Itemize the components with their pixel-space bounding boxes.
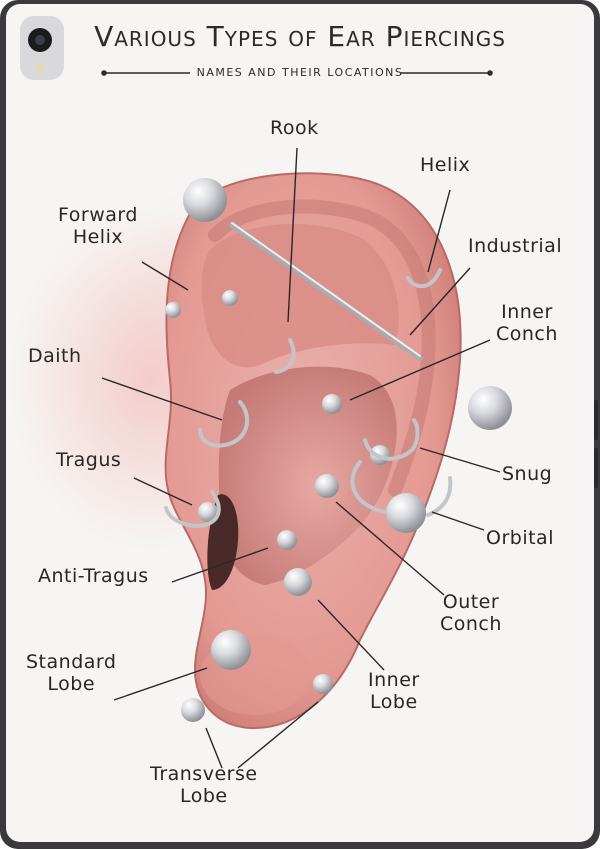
industrial-bar — [229, 222, 423, 361]
label-daith: Daith — [28, 345, 82, 367]
label-industrial: Industrial — [468, 235, 563, 257]
label-rook: Rook — [270, 117, 319, 139]
label-helix: Helix — [420, 154, 471, 176]
label-forward-helix: Forward Helix — [58, 204, 138, 248]
label-transverse-lobe: Transverse Lobe — [150, 763, 258, 807]
label-standard-lobe: Standard Lobe — [26, 651, 117, 695]
volume-button — [594, 400, 598, 440]
label-outer-conch: Outer Conch — [440, 591, 502, 635]
label-snug: Snug — [502, 463, 553, 485]
jewelry-balls — [165, 178, 512, 722]
page-subtitle: NAMES AND THEIR LOCATIONS — [196, 66, 404, 79]
jewelry-hoops — [164, 268, 453, 528]
label-orbital: Orbital — [486, 527, 554, 549]
label-tragus: Tragus — [56, 449, 122, 471]
volume-button — [594, 448, 598, 488]
page-title: Various Types of Ear Piercings — [94, 20, 506, 53]
subtitle-rules — [101, 70, 493, 76]
label-inner-lobe: Inner Lobe — [368, 669, 420, 713]
flash-icon — [36, 64, 44, 72]
concha — [218, 366, 397, 585]
triangular-fossa — [201, 223, 399, 368]
label-anti-tragus: Anti-Tragus — [38, 565, 149, 587]
leader-lines — [101, 147, 501, 769]
label-inner-conch: Inner Conch — [496, 301, 558, 345]
